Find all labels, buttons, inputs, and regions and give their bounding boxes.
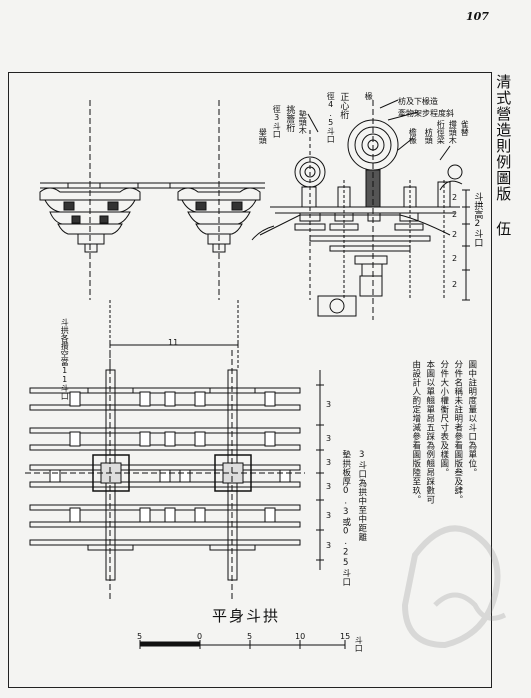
note-1: 圖中註明度量以斗口為單位。: [466, 360, 477, 477]
plan-dim-top: 11: [168, 338, 179, 347]
height-note: 斗拱高2斗口: [472, 192, 483, 247]
plate-frame: [8, 72, 492, 688]
label-queti: 雀替: [460, 120, 470, 136]
section-drawing: [251, 99, 470, 320]
label-cuo-note: 撐頭木: [448, 120, 458, 144]
plan-drawing: [25, 350, 324, 600]
plan-dim-right-1: 3: [326, 400, 332, 409]
scale-tick-5: 15: [340, 632, 351, 641]
label-tiaoyan: 挑簷桁: [284, 105, 295, 132]
note-3: 分件大小權衡尺寸表及樣圖。: [438, 360, 449, 477]
scale-bar: [139, 640, 346, 649]
note-2: 分件名稱未註明者參看圖版叁及肆。: [452, 360, 463, 504]
plan-dim-right-4: 3: [326, 482, 332, 491]
label-rafter: 椽: [364, 92, 374, 100]
dim-2a: 2: [452, 193, 458, 202]
note-5: 由設計人酌定增減參看圖版陸至玖。: [410, 360, 421, 504]
label-zhuangbian: 牽物架步程度斜: [398, 109, 454, 118]
plate-title: 清式營造則例圖版 伍: [494, 74, 513, 237]
note-4: 本圖以單翹單昂五踩為例翹昂踩數可: [424, 360, 435, 504]
dim-2e: 2: [452, 280, 458, 289]
plan-dim-right-5: 3: [326, 511, 332, 520]
label-zhengxin-size: 徑4.5斗口: [326, 92, 336, 143]
label-zhengxin: 正心桁: [338, 92, 349, 119]
label-zhuangtou: 舉頭: [258, 128, 268, 144]
label-sleeve: 檐椽: [408, 128, 418, 144]
watermark-seal: [401, 525, 507, 649]
label-tiaoyan-size: 徑3斗口: [272, 105, 282, 138]
scale-tick-1: 5: [137, 632, 143, 641]
plan-note-a: 3斗口為拱中至中距離: [356, 450, 367, 542]
label-beam: 桁徑梁: [436, 120, 446, 144]
elevation-bracket-left: [39, 100, 171, 300]
plan-dim-right-6: 3: [326, 541, 332, 550]
dim-2c: 2: [452, 230, 458, 239]
dim-2b: 2: [452, 210, 458, 219]
plan-dim-right-2: 3: [326, 434, 332, 443]
scale-tick-4: 10: [295, 632, 306, 641]
elevation-bracket-right: [177, 100, 261, 300]
plan-dim-right-3: 3: [326, 458, 332, 467]
label-zhuangzhen: 枋頭: [424, 128, 434, 144]
scale-tick-2: 0: [197, 632, 203, 641]
drawing-title: 平身斗拱: [212, 607, 281, 625]
plan-note-b: 墊拱板厚0.3或0.25斗口: [340, 450, 351, 587]
label-diantoumu: 墊頭木: [298, 110, 308, 134]
dim-2d: 2: [452, 254, 458, 263]
page-number: 107: [466, 10, 489, 23]
scale-tick-3: 5: [247, 632, 253, 641]
label-fangbian: 枋及下椽造: [398, 97, 438, 106]
scale-unit: 斗口: [354, 636, 364, 652]
width-note: 斗拱各攢空當11斗口: [60, 318, 70, 400]
